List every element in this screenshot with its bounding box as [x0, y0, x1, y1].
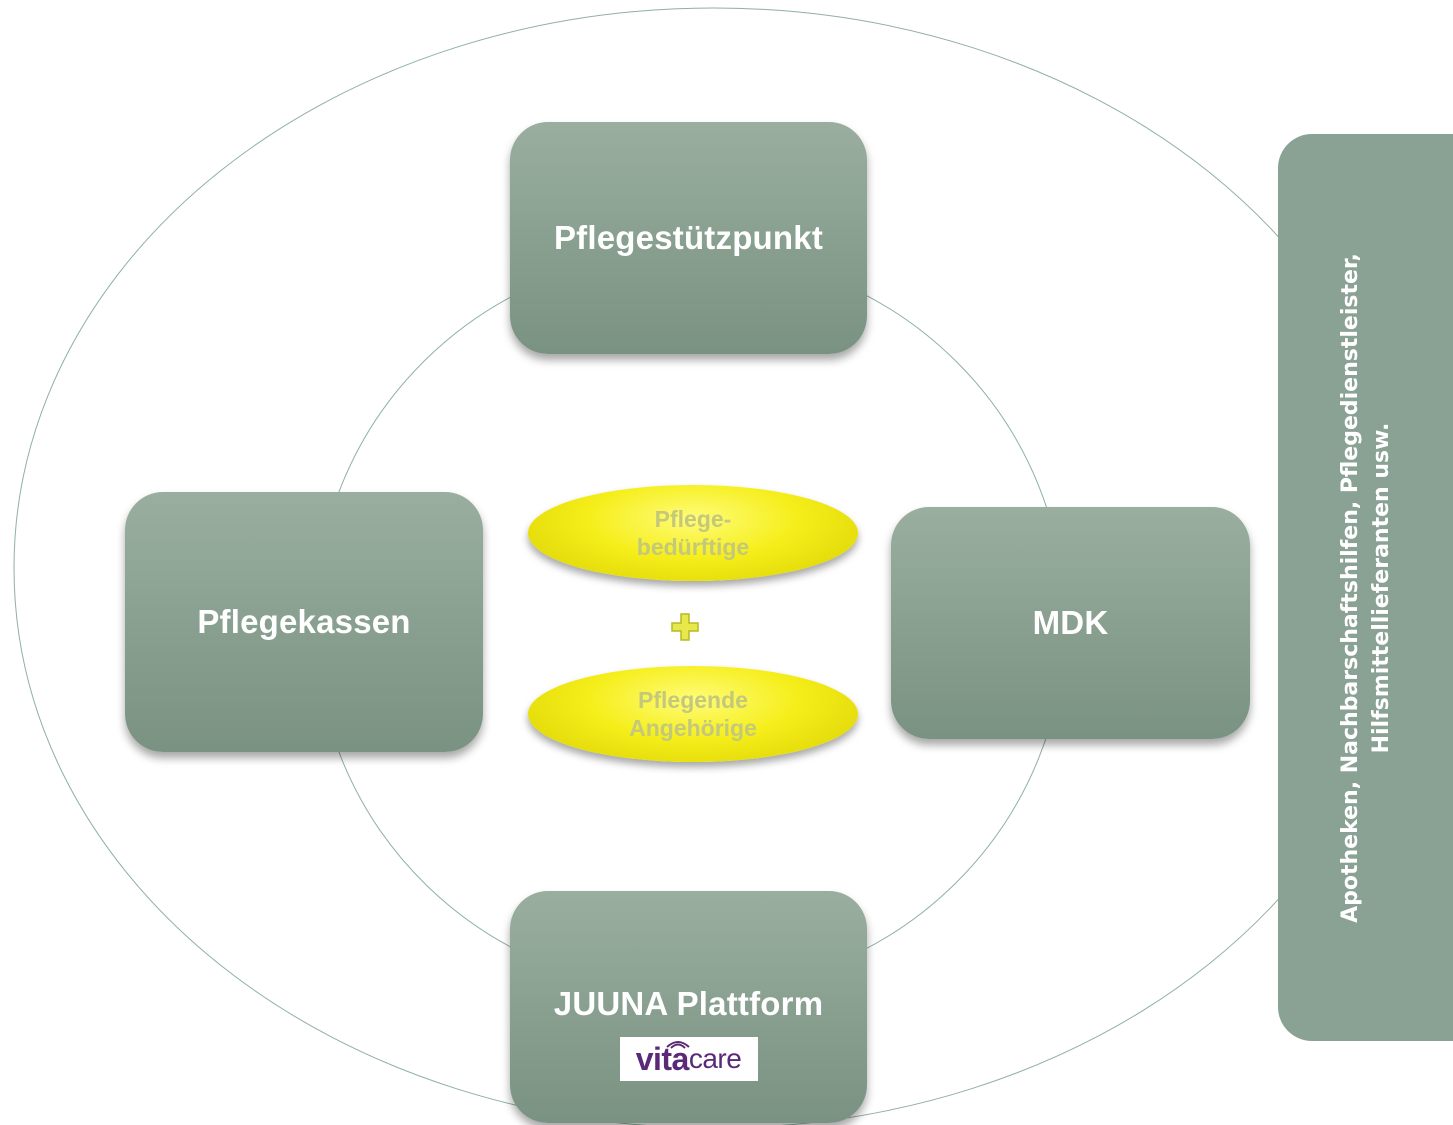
logo-care-text: care: [688, 1043, 742, 1074]
logo-vita-text: vita: [635, 1040, 690, 1077]
partner-line-1: Apotheken, Nachbarschaftshilfen, Pfleged…: [1337, 252, 1363, 923]
pflegebeduerftige-ellipse: Pflege- bedürftige: [528, 485, 858, 581]
juuna-plattform-label: JUUNA Plattform: [553, 985, 824, 1022]
pflegekassen-box: Pflegekassen: [125, 492, 483, 752]
partner-side-text: Apotheken, Nachbarschaftshilfen, Pfleged…: [1335, 148, 1397, 1028]
pflegestuetzpunkt-label: Pflegestützpunkt: [553, 219, 824, 256]
pflegebeduerftige-label: Pflege- bedürftige: [636, 506, 750, 560]
plus-icon: [671, 613, 699, 641]
pflegende-angehoerige-label: Pflegende Angehörige: [629, 687, 757, 741]
mdk-label: MDK: [1032, 604, 1109, 641]
partner-side-panel: Apotheken, Nachbarschaftshilfen, Pfleged…: [1278, 134, 1453, 1041]
pflegende-angehoerige-ellipse: Pflegende Angehörige: [528, 666, 858, 762]
pflegestuetzpunkt-box: Pflegestützpunkt: [510, 122, 867, 354]
logo-arc-icon: [665, 1041, 690, 1049]
partner-line-2: Hilfsmittellieferanten usw.: [1368, 422, 1394, 753]
mdk-box: MDK: [891, 507, 1250, 739]
pflegekassen-label: Pflegekassen: [197, 603, 411, 640]
